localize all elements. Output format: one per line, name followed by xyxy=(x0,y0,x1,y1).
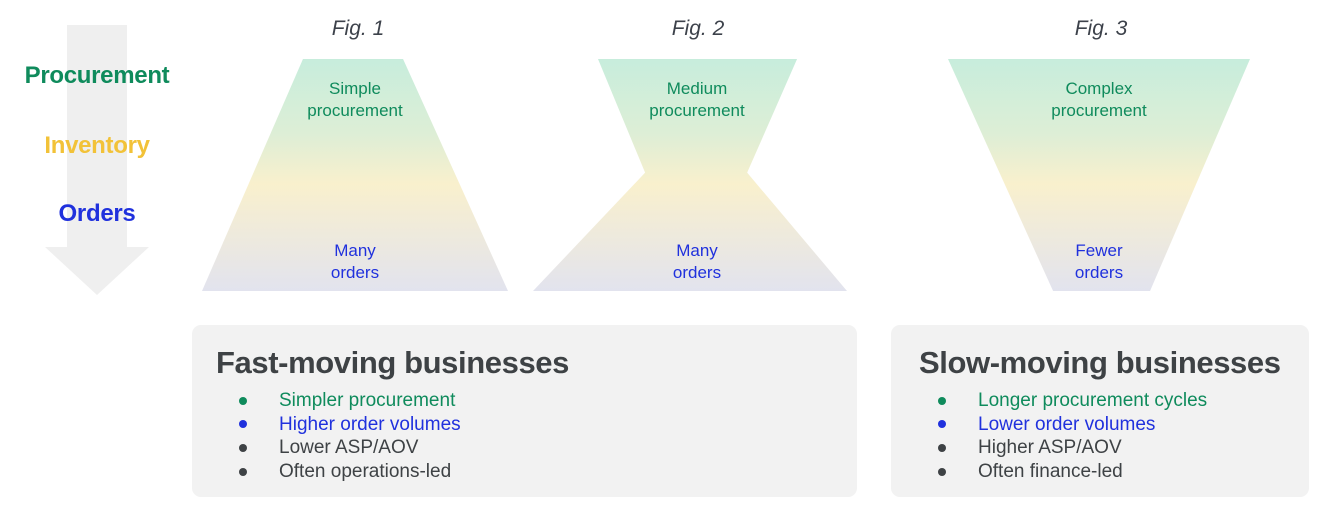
down-arrow-shape xyxy=(45,25,149,295)
figure-3-title: Fig. 3 xyxy=(1074,17,1128,40)
bullet-dot-icon xyxy=(938,420,946,429)
list-item: Simpler procurement xyxy=(192,389,857,413)
list-item: Higher order volumes xyxy=(192,413,857,437)
figure-1-top-label: Simple procurement xyxy=(307,79,403,120)
bullet-dot-icon xyxy=(239,467,247,476)
list-item-label: Often finance-led xyxy=(978,460,1123,482)
summary-box-fast-moving: Fast-moving businesses Simpler procureme… xyxy=(192,325,857,497)
list-item: Higher ASP/AOV xyxy=(891,436,1309,460)
figure-2-top-label: Medium procurement xyxy=(649,79,745,120)
list-item-label: Longer procurement cycles xyxy=(978,390,1208,411)
bullet-dot-icon xyxy=(239,443,247,452)
list-item: Longer procurement cycles xyxy=(891,389,1309,413)
slow-moving-bullet-list: Longer procurement cycles Lower order vo… xyxy=(891,389,1309,483)
list-item: Lower ASP/AOV xyxy=(192,436,857,460)
list-item: Lower order volumes xyxy=(891,413,1309,437)
list-item: Often finance-led xyxy=(891,460,1309,484)
bullet-dot-icon xyxy=(239,396,247,405)
list-item-label: Lower order volumes xyxy=(978,413,1156,435)
figure-2-bottom-label: Many orders xyxy=(672,241,722,282)
bullet-dot-icon xyxy=(239,420,247,429)
figure-2-hourglass-shape: Medium procurement Many orders xyxy=(533,59,847,291)
list-item-label: Higher order volumes xyxy=(279,413,461,435)
axis-label-inventory: Inventory xyxy=(44,132,150,159)
figure-1-bottom-label: Many orders xyxy=(330,241,380,282)
list-item: Often operations-led xyxy=(192,460,857,484)
fast-moving-title: Fast-moving businesses xyxy=(216,345,569,380)
list-item-label: Simpler procurement xyxy=(279,390,456,411)
list-item-label: Often operations-led xyxy=(279,460,452,482)
summary-box-slow-moving: Slow-moving businesses Longer procuremen… xyxy=(891,325,1309,497)
figure-3-bottom-label: Fewer orders xyxy=(1074,241,1124,282)
fast-moving-bullet-list: Simpler procurement Higher order volumes… xyxy=(192,389,857,483)
slow-moving-title: Slow-moving businesses xyxy=(919,345,1281,380)
axis-label-orders: Orders xyxy=(58,200,136,227)
figure-3-top-label: Complex procurement xyxy=(1051,79,1147,120)
figure-1-title: Fig. 1 xyxy=(331,17,385,40)
bullet-dot-icon xyxy=(938,396,946,405)
bullet-dot-icon xyxy=(938,467,946,476)
figure-3-funnel-shape: Complex procurement Fewer orders xyxy=(948,59,1250,291)
list-item-label: Lower ASP/AOV xyxy=(279,437,419,459)
list-item-label: Higher ASP/AOV xyxy=(978,437,1122,459)
bullet-dot-icon xyxy=(938,443,946,452)
figure-1-funnel-shape: Simple procurement Many orders xyxy=(202,59,508,291)
figure-2-title: Fig. 2 xyxy=(671,17,725,40)
down-arrow-icon xyxy=(45,25,149,295)
axis-label-procurement: Procurement xyxy=(24,62,170,89)
